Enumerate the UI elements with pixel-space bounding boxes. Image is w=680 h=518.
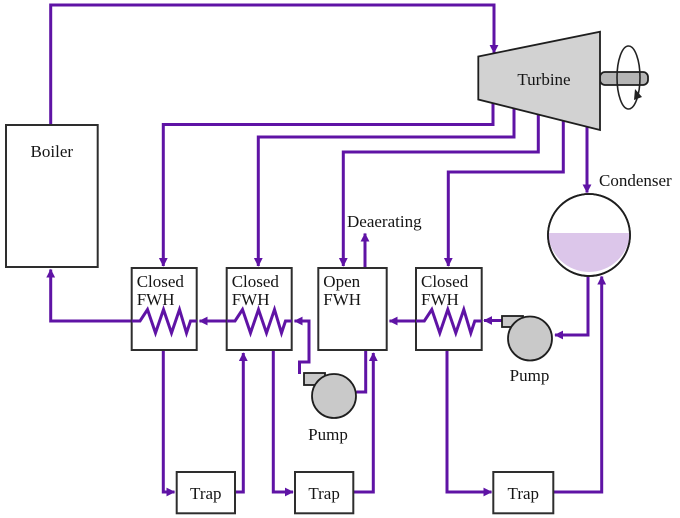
trap-2-label: Trap — [308, 484, 340, 503]
pipe-extraction-1 — [158, 103, 495, 267]
pipe-fwh3-drain — [445, 350, 493, 497]
pipe-fwh2-drain — [271, 350, 294, 497]
pipe-main-steam — [49, 3, 499, 125]
rotation-arrow-icon — [616, 45, 641, 110]
pipe-extraction-4 — [443, 120, 565, 267]
trap-3-box — [492, 471, 555, 515]
turbine-shaft — [599, 71, 649, 86]
pipe-extraction-3 — [338, 114, 540, 267]
pipe-condenser-to-pump — [554, 276, 590, 340]
open-fwh-box — [317, 267, 388, 351]
pipe-trap1-to-fwh2 — [235, 352, 248, 494]
condensate-pump-label: Pump — [510, 366, 550, 385]
closed-fwh-1-label-line1: Closed — [137, 272, 185, 291]
trap-3-label: Trap — [508, 484, 540, 503]
fwh2-coil — [226, 304, 292, 338]
condenser-label: Condenser — [599, 171, 672, 190]
closed-fwh-1-label-line2: FWH — [137, 290, 175, 309]
pipe-feedwater-to-boiler — [46, 268, 132, 323]
trap-1-label: Trap — [190, 484, 222, 503]
condenser-outline — [547, 193, 631, 277]
open-fwh-label-line2: FWH — [323, 290, 361, 309]
fwh1-coil — [131, 304, 197, 338]
boiler-label: Boiler — [31, 142, 74, 161]
closed-fwh-3-label-line2: FWH — [421, 290, 459, 309]
pipe-trap3-to-condenser — [553, 275, 607, 494]
condensate-pump-body — [507, 315, 553, 362]
pipe-trap2-to-open-fwh — [353, 352, 378, 494]
trap-2-box — [294, 471, 355, 515]
fwh3-coil — [416, 304, 482, 338]
closed-fwh-3-label-line1: Closed — [421, 272, 469, 291]
trap-1-box — [175, 471, 236, 515]
pipe-feed-pump-discharge — [293, 316, 311, 374]
pipe-extraction-2 — [253, 108, 516, 267]
rotation-arrowhead-icon — [634, 89, 642, 100]
pipe-open-fwh-to-feed-pump — [356, 350, 368, 394]
feed-pump-body — [311, 373, 357, 419]
condenser-liquid — [548, 233, 630, 272]
pipe-fwh1-drain — [161, 350, 176, 497]
deaerating-label: Deaerating — [347, 212, 422, 231]
closed-fwh-2-label-line1: Closed — [232, 272, 280, 291]
feed-pump-label: Pump — [308, 425, 348, 444]
boiler-box — [5, 124, 99, 268]
turbine-label: Turbine — [517, 70, 570, 89]
turbine-body — [477, 30, 601, 132]
open-fwh-label-line1: Open — [323, 272, 360, 291]
closed-fwh-2-label-line2: FWH — [232, 290, 270, 309]
